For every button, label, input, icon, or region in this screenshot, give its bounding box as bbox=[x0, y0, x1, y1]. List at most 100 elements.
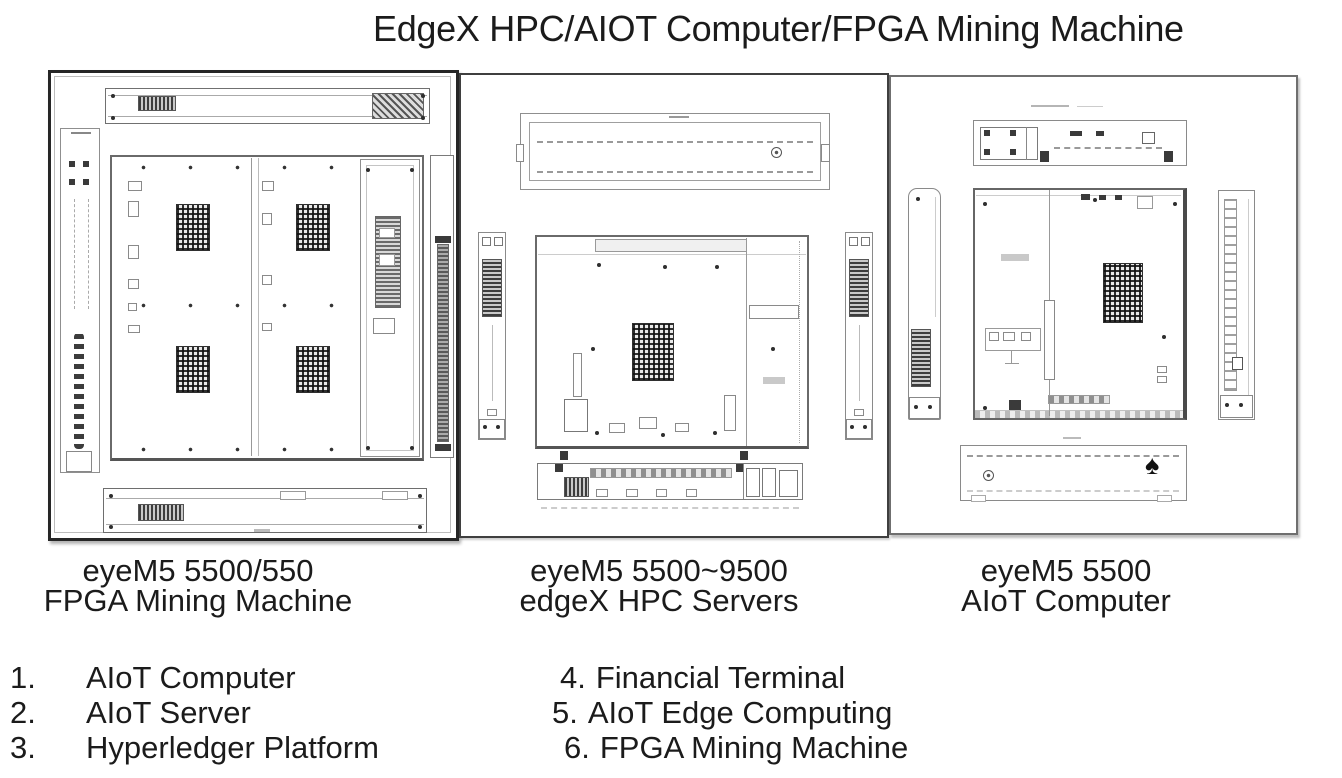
component bbox=[262, 213, 272, 225]
screw bbox=[1225, 403, 1229, 407]
screw bbox=[597, 263, 601, 267]
hole-row bbox=[1054, 147, 1162, 149]
component bbox=[1009, 400, 1021, 410]
port bbox=[596, 489, 608, 497]
slot bbox=[1044, 300, 1055, 380]
vent-grille bbox=[564, 477, 589, 497]
screw-row bbox=[116, 165, 356, 170]
component bbox=[128, 245, 139, 259]
vent-grille bbox=[849, 259, 869, 317]
foot-wedge bbox=[740, 451, 748, 460]
port bbox=[746, 468, 760, 497]
vent-grille bbox=[911, 329, 931, 387]
line bbox=[1011, 351, 1012, 364]
end-cap bbox=[435, 236, 451, 243]
knob bbox=[771, 147, 782, 158]
fpga-chip bbox=[296, 346, 330, 393]
port bbox=[686, 489, 697, 497]
screw bbox=[109, 525, 113, 529]
screw-row bbox=[116, 447, 356, 452]
screw bbox=[418, 525, 422, 529]
bracket bbox=[479, 419, 505, 439]
list-label: FPGA Mining Machine bbox=[599, 730, 909, 765]
bracket bbox=[1137, 196, 1153, 209]
left-side-rail bbox=[60, 128, 100, 473]
connector bbox=[1232, 357, 1243, 370]
bracket bbox=[1220, 395, 1253, 418]
bottom-edge-strip bbox=[975, 410, 1183, 418]
caption-aiot-computer: eyeM5 5500 AIoT Computer bbox=[886, 553, 1246, 616]
screw-mount bbox=[482, 237, 491, 246]
line bbox=[743, 464, 744, 499]
component bbox=[1157, 366, 1167, 373]
component bbox=[1096, 131, 1104, 136]
component bbox=[609, 423, 625, 433]
right-side-panel bbox=[1218, 190, 1255, 420]
component bbox=[487, 409, 497, 416]
screw bbox=[663, 265, 667, 269]
line bbox=[859, 325, 860, 401]
right-side-panel bbox=[845, 232, 873, 440]
screw-mount bbox=[494, 237, 503, 246]
dashed-line bbox=[74, 199, 75, 309]
left-side-panel bbox=[478, 232, 506, 440]
caption-line1: eyeM5 5500/550 bbox=[82, 553, 314, 588]
fastener-chain bbox=[74, 333, 84, 449]
screw bbox=[984, 130, 990, 136]
vent-grille bbox=[482, 259, 502, 317]
line bbox=[106, 498, 424, 499]
standoff bbox=[1164, 151, 1173, 162]
port bbox=[373, 318, 395, 334]
screw bbox=[595, 431, 599, 435]
line bbox=[935, 197, 936, 317]
line bbox=[976, 195, 1181, 196]
standoff bbox=[1040, 151, 1049, 162]
application-list-left: 1.AIoT Computer 2.AIoT Server 3.Hyperled… bbox=[10, 660, 379, 765]
line bbox=[1005, 363, 1019, 364]
screw bbox=[850, 425, 854, 429]
screw bbox=[496, 425, 500, 429]
inner-outline bbox=[366, 165, 414, 451]
handle bbox=[595, 239, 747, 252]
screw-mount bbox=[849, 237, 858, 246]
line bbox=[1248, 199, 1249, 397]
caption-line2: edgeX HPC Servers bbox=[519, 583, 799, 618]
component bbox=[262, 181, 274, 191]
bottom-rack-bar bbox=[537, 463, 803, 500]
list-number: 3. bbox=[10, 730, 36, 765]
screw bbox=[69, 179, 75, 185]
screw bbox=[418, 494, 422, 498]
component bbox=[1081, 194, 1090, 200]
foot bbox=[971, 495, 986, 502]
fpga-chip bbox=[296, 204, 330, 251]
screw bbox=[366, 446, 370, 450]
screw-row bbox=[116, 303, 356, 308]
screw bbox=[713, 431, 717, 435]
component bbox=[1003, 332, 1015, 341]
screw bbox=[1162, 335, 1166, 339]
screw bbox=[983, 202, 987, 206]
component bbox=[675, 423, 689, 432]
caption-line1: eyeM5 5500 bbox=[980, 553, 1152, 588]
port bbox=[762, 468, 776, 497]
tab bbox=[821, 144, 830, 162]
hole-row bbox=[967, 455, 1179, 457]
component bbox=[1099, 195, 1106, 200]
knob bbox=[983, 470, 994, 481]
drawing-panel-aiot-computer: ♠ bbox=[889, 75, 1298, 535]
list-item: 6.FPGA Mining Machine bbox=[564, 730, 908, 765]
screw bbox=[410, 168, 414, 172]
soc-chip bbox=[1103, 263, 1143, 323]
component bbox=[854, 409, 864, 416]
dimension-mark bbox=[1063, 437, 1081, 439]
caption-line2: FPGA Mining Machine bbox=[43, 583, 353, 618]
fpga-chip bbox=[176, 346, 210, 393]
right-side-rail bbox=[430, 155, 454, 458]
slot bbox=[724, 395, 736, 431]
screw bbox=[661, 433, 665, 437]
line bbox=[108, 116, 427, 117]
caption-edgex-hpc-servers: eyeM5 5500~9500 edgeX HPC Servers bbox=[479, 555, 839, 618]
screw bbox=[736, 464, 744, 472]
screw bbox=[1093, 198, 1097, 202]
vent-grille bbox=[138, 504, 184, 521]
